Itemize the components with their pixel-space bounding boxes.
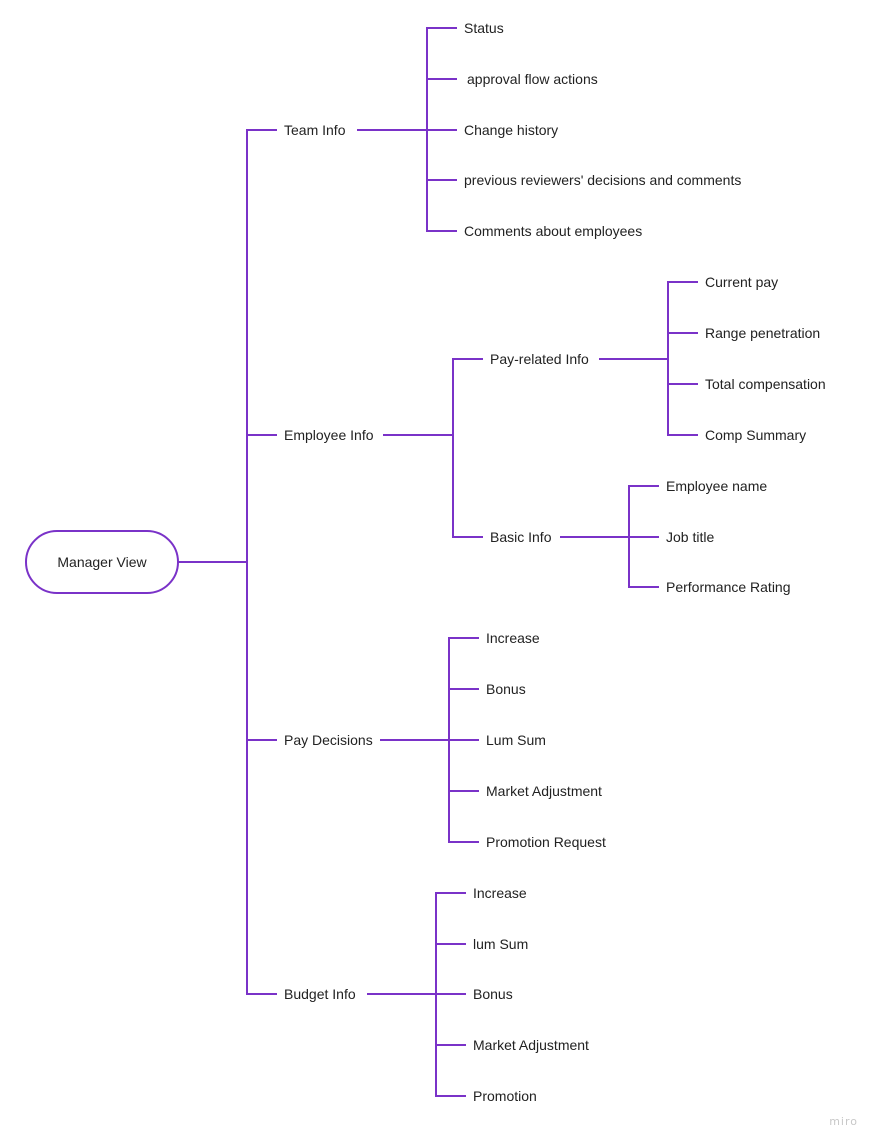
employee-basic-info-label: Basic Info xyxy=(490,529,552,545)
root-node-shape xyxy=(25,530,179,594)
team-info-leaf: Change history xyxy=(464,122,558,138)
pay-related-info-leaf: Comp Summary xyxy=(705,427,806,443)
branch-team-info-label: Team Info xyxy=(284,122,346,138)
root-node: Manager View xyxy=(25,530,179,594)
budget-info-leaf: lum Sum xyxy=(473,936,528,952)
pay-related-info-leaf: Range penetration xyxy=(705,325,820,341)
pay-decisions-leaf: Increase xyxy=(486,630,540,646)
miro-watermark: miro xyxy=(829,1115,858,1128)
basic-info-leaf: Performance Rating xyxy=(666,579,791,595)
branch-employee-info-label: Employee Info xyxy=(284,427,374,443)
pay-decisions-leaf: Promotion Request xyxy=(486,834,606,850)
basic-info-leaf: Employee name xyxy=(666,478,767,494)
pay-related-info-leaf: Current pay xyxy=(705,274,778,290)
budget-info-leaf: Promotion xyxy=(473,1088,537,1104)
team-info-leaf: approval flow actions xyxy=(467,71,598,87)
employee-pay-related-info-label: Pay-related Info xyxy=(490,351,589,367)
basic-info-leaf: Job title xyxy=(666,529,714,545)
pay-related-info-leaf: Total compensation xyxy=(705,376,826,392)
pay-decisions-leaf: Bonus xyxy=(486,681,526,697)
branch-budget-info-label: Budget Info xyxy=(284,986,356,1002)
pay-decisions-leaf: Lum Sum xyxy=(486,732,546,748)
team-info-leaf: previous reviewers' decisions and commen… xyxy=(464,172,741,188)
team-info-leaf: Comments about employees xyxy=(464,223,642,239)
team-info-leaf: Status xyxy=(464,20,504,36)
connector-lines xyxy=(177,27,698,1097)
root-node-label: Manager View xyxy=(57,554,147,570)
pay-decisions-leaf: Market Adjustment xyxy=(486,783,602,799)
budget-info-leaf: Increase xyxy=(473,885,527,901)
budget-info-leaf: Market Adjustment xyxy=(473,1037,589,1053)
branch-pay-decisions-label: Pay Decisions xyxy=(284,732,373,748)
budget-info-leaf: Bonus xyxy=(473,986,513,1002)
